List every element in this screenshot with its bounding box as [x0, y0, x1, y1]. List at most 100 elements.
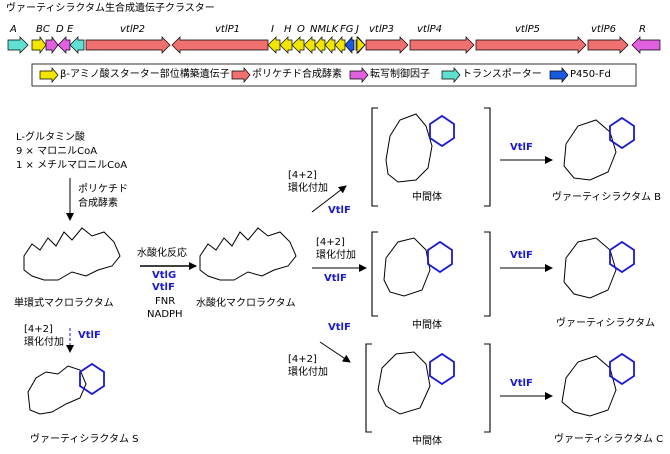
structure-vs-macrocycle	[27, 365, 87, 415]
gene-label-o: O	[297, 24, 305, 35]
enzyme-vtlf-vs: VtlF	[78, 330, 101, 341]
ring-v	[609, 240, 635, 274]
gene-label-e: E	[67, 24, 74, 35]
label-v: ヴァーティシラクタム	[556, 318, 655, 329]
gene-label-nmlk: NMLK	[310, 24, 339, 35]
gene-arrow-o	[291, 36, 305, 54]
gene-label-bc: BC	[36, 24, 50, 35]
gene-arrow-i	[267, 36, 281, 54]
label-intermediate-mid: 中間体	[412, 320, 442, 331]
gene-label-j: J	[356, 24, 359, 35]
legend-label-starter: β-アミノ酸スターター部位構築遺伝子	[60, 69, 230, 80]
gene-arrow-a	[7, 36, 29, 54]
gene-arrow-r	[631, 36, 661, 54]
gene-arrow-k	[334, 36, 346, 54]
cyclo-label-top-lower: [4+2]	[288, 354, 317, 365]
gene-label-vtlp5: vtlP5	[515, 24, 541, 35]
label-hydroxylated-macrolactam: 水酸化マクロラクタム	[196, 298, 296, 309]
gene-label-fg: FG	[340, 24, 354, 35]
ring-intermediate-mid	[427, 240, 453, 274]
gene-arrow-b	[31, 35, 47, 55]
label-vc: ヴァーティシラクタム C	[554, 434, 664, 445]
gene-arrow-l	[324, 36, 336, 54]
gene-arrow-f	[344, 36, 355, 54]
ring-vs	[79, 362, 105, 396]
gene-arrow-m	[314, 36, 326, 54]
enzyme-vtlf-to-vc: VtlF	[510, 378, 533, 389]
gene-arrow-vtlp1	[171, 36, 269, 54]
bracket-left-bot	[365, 343, 372, 433]
legend-label-p450: P450-Fd	[570, 69, 611, 80]
label-intermediate-bot: 中間体	[412, 436, 442, 447]
enzyme-vtlg: VtlG	[152, 270, 177, 281]
pks-label-1: ポリケチド	[78, 184, 128, 195]
bracket-right-mid	[484, 231, 491, 317]
gene-arrow-n	[303, 36, 316, 54]
gene-arrow-h	[279, 36, 293, 54]
legend-label-regulator: 転写制御因子	[370, 69, 430, 80]
bracket-left-mid	[371, 231, 378, 317]
cyclo-label-top-mid: [4+2]	[316, 237, 345, 248]
substrate-malonyl: 9 × マロニルCoA	[16, 146, 98, 157]
structure-vb	[563, 119, 617, 181]
structure-intermediate-mid	[383, 237, 431, 297]
gene-label-vtlp6: vtlP6	[591, 24, 617, 35]
gene-arrow-vtlp4	[409, 36, 475, 54]
cyclo-label-bottom-lower: 環化付加	[288, 367, 328, 378]
label-monocyclic-macrolactam: 単環式マクロラクタム	[14, 298, 114, 309]
legend-swatch-magenta	[349, 67, 369, 83]
structure-intermediate-top	[385, 113, 433, 183]
legend-swatch-cyan	[441, 67, 461, 83]
legend-label-transporter: トランスポーター	[462, 69, 542, 80]
gene-arrow-d	[57, 36, 71, 54]
enzyme-vtlf-to-vb: VtlF	[510, 142, 533, 153]
substrate-glutamate: L-グルタミン酸	[16, 132, 86, 143]
label-vb: ヴァーティシラクタム B	[552, 192, 662, 203]
enzyme-vtlf-lower: VtlF	[328, 322, 351, 333]
gene-label-vtlp3: vtlP3	[369, 24, 395, 35]
enzyme-vtlf-to-v: VtlF	[510, 250, 533, 261]
cyclo-label-bottom-upper: 環化付加	[288, 183, 328, 194]
legend-box	[31, 63, 637, 87]
gene-arrow-vtlp5	[475, 36, 587, 54]
pks-label-2: 合成酵素	[78, 198, 118, 209]
gene-arrow-vtlp6	[587, 36, 629, 54]
gene-arrow-vtlp3	[365, 36, 409, 54]
label-intermediate-top: 中間体	[412, 192, 442, 203]
gene-label-h: H	[284, 24, 292, 35]
gene-arrow-j	[356, 36, 366, 54]
legend-swatch-yellow	[39, 67, 59, 83]
ring-intermediate-top	[429, 114, 455, 148]
gene-arrow-e	[69, 36, 85, 54]
cyclo-label-top-vs: [4+2]	[24, 324, 53, 335]
cofactor-fnr: FNR	[155, 296, 176, 307]
label-vs: ヴァーティシラクタム S	[30, 434, 139, 445]
structure-vc	[561, 355, 617, 417]
bracket-left-top	[371, 107, 378, 207]
enzyme-vtlf-hydroxylation: VtlF	[152, 282, 175, 293]
substrate-methylmalonyl: 1 × メチルマロニルCoA	[16, 160, 128, 171]
gene-label-vtlp1: vtlP1	[215, 24, 241, 35]
gene-arrow-c	[45, 35, 59, 55]
structure-monocyclic-macrolactam	[23, 227, 121, 281]
gene-arrow-vtlp2	[85, 36, 171, 54]
bracket-right-bot	[484, 343, 491, 433]
structure-intermediate-bot	[377, 351, 431, 415]
bracket-right-top	[484, 107, 491, 207]
gene-label-i: I	[271, 24, 274, 35]
gene-label-vtlp4: vtlP4	[417, 24, 443, 35]
legend-swatch-blue	[549, 67, 569, 83]
ring-intermediate-bot	[429, 352, 455, 386]
structure-v	[563, 237, 617, 299]
legend-swatch-red	[231, 67, 251, 83]
gene-label-a: A	[10, 24, 17, 35]
enzyme-vtlf-upper: VtlF	[328, 205, 351, 216]
cyclo-label-bottom-mid: 環化付加	[316, 250, 356, 261]
cluster-title: ヴァーティシラクタム生合成遺伝子クラスター	[6, 3, 215, 14]
gene-label-d: D	[56, 24, 64, 35]
legend-label-pks: ポリケチド合成酵素	[252, 69, 342, 80]
cyclo-label-top-upper: [4+2]	[288, 170, 317, 181]
arrow-to-intermediate-c	[319, 341, 351, 363]
